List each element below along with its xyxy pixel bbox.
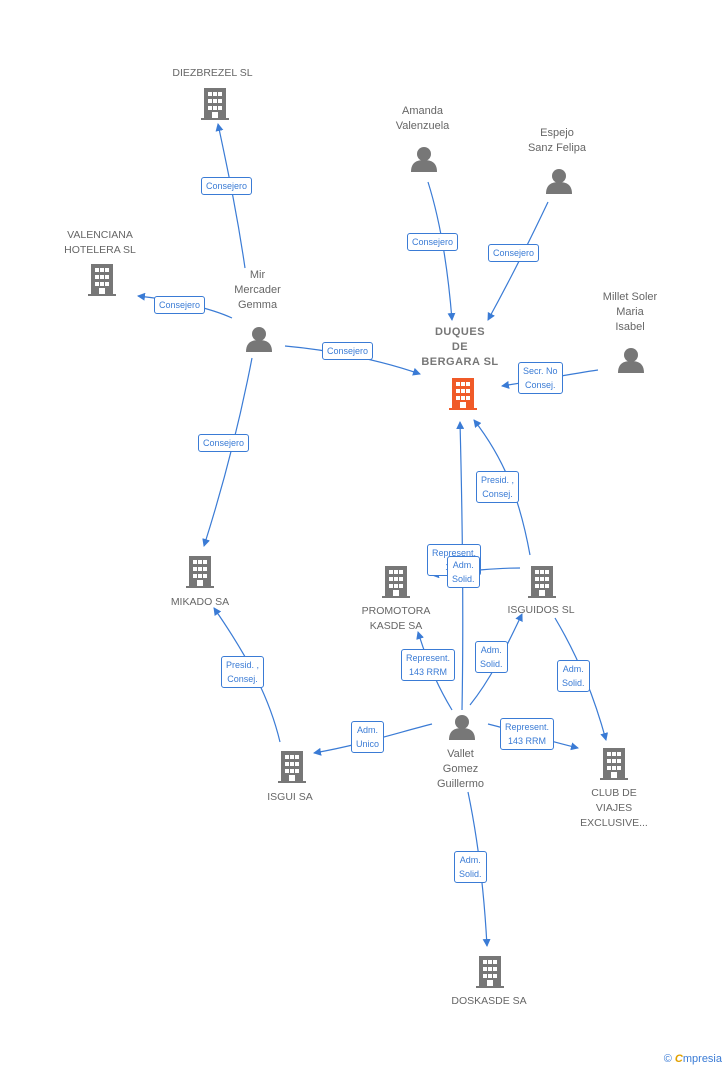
isgui-building-icon[interactable] [278,751,306,783]
empresia-watermark: © Cmpresia [664,1053,722,1065]
edge-mir-mikado [202,357,253,547]
promotora-label[interactable]: PROMOTORA KASDE SA [361,605,431,632]
isguidos-building-icon[interactable] [528,566,556,598]
edge-label-mir-valenciana: Consejero [154,296,206,314]
edge-label-isguidos-club: Adm. Solid. [557,660,590,692]
edge-label-vallet-isguidos: Adm. Solid. [475,641,508,673]
edge-label-vallet-promotora: Represent. 143 RRM [401,649,456,681]
edge-label-espejo-duques: Consejero [488,244,540,262]
edge-label-vallet-isgui: Adm. Unico [351,721,385,753]
valenciana-building-icon[interactable] [88,264,116,296]
millet-person-icon[interactable] [618,348,644,373]
copyright-icon: © [663,1053,672,1065]
edge-label-isguidos-duques: Presid. , Consej. [476,471,520,503]
edge-mir-diezbrezel [215,123,246,269]
doskasde-label[interactable]: DOSKASDE SA [451,995,527,1007]
vallet-person-icon[interactable] [449,715,475,740]
edge-label-mir-diezbrezel: Consejero [201,177,253,195]
millet-label[interactable]: Millet Soler Maria Isabel [602,291,658,333]
espejo-person-icon[interactable] [546,169,572,194]
empresia-logo-text: mpresia [682,1053,722,1065]
diezbrezel-label[interactable]: DIEZBREZEL SL [172,67,253,79]
edge-label-millet-duques: Secr. No Consej. [518,362,563,394]
edge-label-amanda-duques: Consejero [407,233,459,251]
amanda-label[interactable]: Amanda Valenzuela [395,105,450,132]
mir-label[interactable]: Mir Mercader Gemma [234,269,281,311]
edge-label-isgui-mikado: Presid. , Consej. [221,656,265,688]
edge-label-mir-duques: Consejero [322,342,374,360]
edge-label-vallet-club: Represent. 143 RRM [500,718,555,750]
duques-building-icon[interactable] [449,378,477,410]
isgui-label[interactable]: ISGUI SA [267,791,313,803]
amanda-person-icon[interactable] [411,147,437,172]
edge-label-mir-mikado: Consejero [198,434,250,452]
mikado-building-icon[interactable] [186,556,214,588]
promotora-building-icon[interactable] [382,566,410,598]
mikado-label[interactable]: MIKADO SA [170,596,230,608]
mir-person-icon[interactable] [246,327,272,352]
doskasde-building-icon[interactable] [476,956,504,988]
isguidos-label[interactable]: ISGUIDOS SL [507,604,575,616]
empresia-logo-initial: C [674,1053,683,1065]
club-label[interactable]: CLUB DE VIAJES EXCLUSIVE... [580,787,648,829]
espejo-label[interactable]: Espejo Sanz Felipa [527,127,587,154]
valenciana-label[interactable]: VALENCIANA HOTELERA SL [64,229,136,256]
edge-label-vallet-duques: Adm. Solid. [447,556,480,588]
duques-label[interactable]: DUQUES DE BERGARA SL [421,326,499,368]
edge-amanda-duques [427,181,456,321]
edge-label-vallet-doskasde: Adm. Solid. [454,851,487,883]
diezbrezel-building-icon[interactable] [201,88,229,120]
club-building-icon[interactable] [600,748,628,780]
vallet-label[interactable]: Vallet Gomez Guillermo [436,748,485,790]
